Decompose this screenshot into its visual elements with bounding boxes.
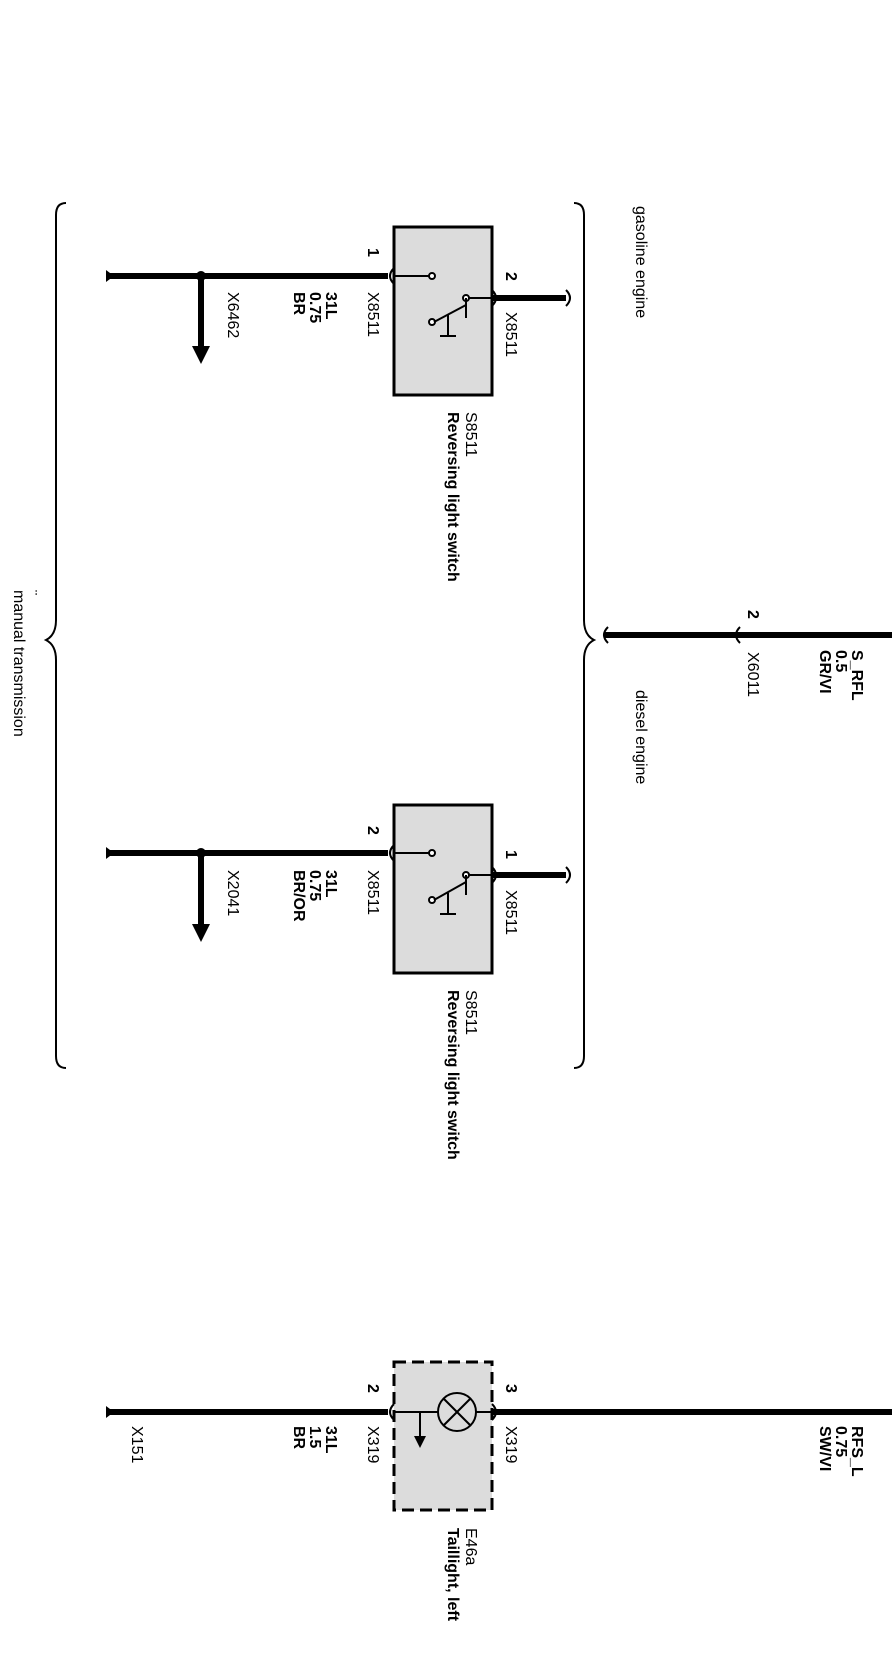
ground-gasoline-terminal <box>106 270 114 282</box>
wire-taillight-ground-name: 31L <box>322 1426 339 1454</box>
brace-engine <box>573 202 597 1069</box>
switch-gasoline-pin-in: 1 <box>364 248 381 257</box>
switch-gasoline-name: Reversing light switch <box>444 412 461 582</box>
connector-x6462: X6462 <box>224 292 241 338</box>
wire-s-rfl-color: GR/VI <box>816 650 833 694</box>
wire-rfs-l-name: RFS_L <box>848 1426 865 1477</box>
switch-diesel-contact <box>428 849 436 857</box>
lamp-icon <box>437 1392 477 1432</box>
switch-gasoline-connector-bottom: X8511 <box>364 292 381 337</box>
switch-gasoline-body <box>392 225 494 397</box>
wire-s-rfl-gauge: 0.5 <box>832 650 849 672</box>
taillight-body <box>392 1360 494 1512</box>
switch-diesel-name: Reversing light switch <box>444 990 461 1160</box>
brace-manual-transmission <box>43 202 67 1069</box>
taillight-pin-out-mark <box>389 1403 395 1421</box>
switch-gasoline-contact <box>428 272 436 280</box>
label-diesel-engine: diesel engine <box>632 690 649 784</box>
switch-diesel-blade <box>433 881 467 901</box>
pin-x6011: 2 <box>744 610 761 619</box>
marker-manual-transmission: ¨ <box>22 590 39 595</box>
label-manual-transmission: manual transmission <box>10 590 27 737</box>
switch-gasoline-pin-out-mark <box>491 289 497 307</box>
wire-taillight-ground-gauge: 1.5 <box>306 1426 323 1448</box>
brace-tip-mark <box>603 626 609 644</box>
switch-diesel-id: S8511 <box>462 990 479 1035</box>
label-gasoline-engine: gasoline engine <box>632 206 649 318</box>
switch-diesel-connector-top: X8511 <box>502 890 519 935</box>
taillight-pin-in-mark <box>491 1403 497 1421</box>
arrow-diesel-branch <box>192 924 210 942</box>
switch-gasoline-pin-in-mark <box>389 267 395 285</box>
wire-rfs-l-gauge: 0.75 <box>832 1426 849 1457</box>
switch-diesel-pin-out: 1 <box>502 850 519 859</box>
switch-diesel-connector-bottom: X8511 <box>364 870 381 915</box>
wire-gasoline-feed-end <box>565 289 571 307</box>
connector-x2041: X2041 <box>224 870 241 916</box>
switch-diesel-pin-out-mark <box>491 866 497 884</box>
switch-gasoline-connector-top: X8511 <box>502 312 519 357</box>
taillight-pin-out: 2 <box>364 1384 381 1393</box>
taillight-connector-top: X319 <box>502 1426 519 1463</box>
lamp-icon-cross-b <box>443 1398 471 1426</box>
connector-x6011-mark <box>735 626 741 644</box>
wire-diesel-ground-name: 31L <box>322 870 339 898</box>
wire-diesel-ground-color: BR/OR <box>290 870 307 922</box>
taillight-name: Taillight, left <box>444 1528 461 1622</box>
wire-gasoline-ground-color: BR <box>290 292 307 316</box>
wire-gasoline-ground-gauge: 0.75 <box>306 292 323 323</box>
ground-diesel-terminal <box>106 847 114 859</box>
wire-diesel-feed-end <box>565 866 571 884</box>
switch-gasoline-id: S8511 <box>462 412 479 457</box>
switch-diesel-pin-in-mark <box>389 844 395 862</box>
taillight-connector-bottom: X319 <box>364 1426 381 1463</box>
wire-diesel-ground-gauge: 0.75 <box>306 870 323 901</box>
taillight-internal-arrow <box>414 1436 426 1448</box>
arrow-gasoline-branch <box>192 346 210 364</box>
switch-diesel-body <box>392 803 494 975</box>
connector-x6011: X6011 <box>744 652 761 697</box>
switch-gasoline-blade <box>433 304 467 323</box>
switch-gasoline-pin-out: 2 <box>502 272 519 281</box>
connector-x151: X151 <box>128 1426 145 1463</box>
ground-taillight-terminal <box>106 1406 114 1418</box>
wire-gasoline-ground-name: 31L <box>322 292 339 320</box>
taillight-pin-in: 3 <box>502 1384 519 1393</box>
switch-diesel-pin-in: 2 <box>364 826 381 835</box>
wire-taillight-ground-color: BR <box>290 1426 307 1450</box>
taillight-id: E46a <box>462 1528 479 1565</box>
wire-s-rfl-name: S_RFL <box>848 650 865 701</box>
wire-rfs-l-color: SW/VI <box>816 1426 833 1471</box>
